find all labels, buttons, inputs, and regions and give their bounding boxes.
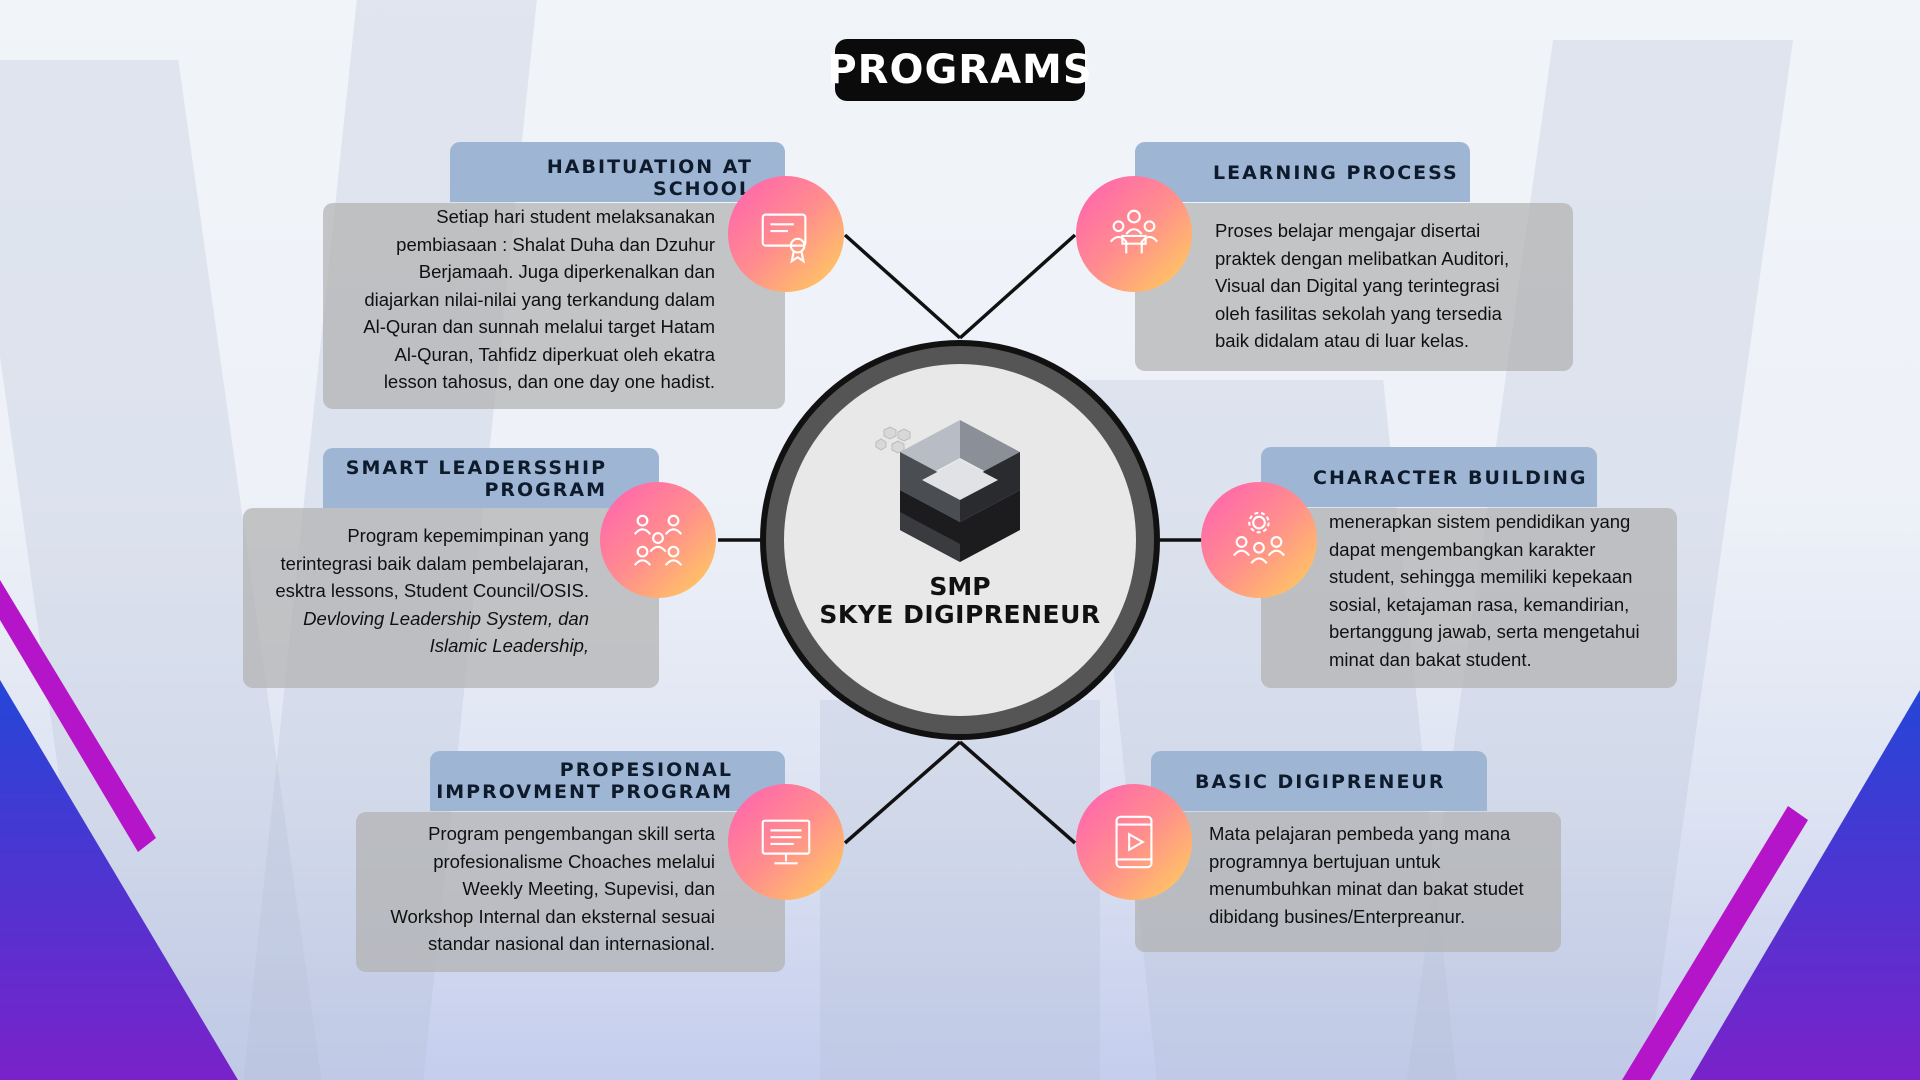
habituation-line: Al-Quran dan sunnah melalui target Hatam (363, 316, 715, 337)
character-title: CHARACTER BUILDING (1313, 467, 1588, 489)
digipreneur-line: Mata pelajaran pembeda yang mana (1209, 823, 1511, 844)
character-line: student, sehingga memiliki kepekaan (1329, 566, 1633, 587)
skye-logo (875, 420, 1020, 562)
character-line: dapat mengembangkan karakter (1329, 538, 1596, 560)
team-gear-icon (1232, 511, 1286, 564)
learning-line: praktek dengan melibatkan Auditori, (1215, 247, 1510, 269)
center-line-1: SMP (929, 572, 991, 601)
tablet-play-icon (1115, 815, 1153, 869)
leadership-line-italic: Devloving Leadership System, dan (303, 607, 589, 629)
right-corner-stripe (1622, 806, 1808, 1080)
digipreneur-line: programnya bertujuan untuk (1209, 850, 1441, 872)
digipreneur-header: BASIC DIGIPRENEUR (1151, 751, 1487, 811)
monitor-icon-circle (728, 784, 844, 900)
character-header: CHARACTER BUILDING (1261, 447, 1597, 507)
digipreneur-line: dibidang busines/Enterpreanur. (1209, 905, 1466, 927)
learning-header: LEARNING PROCESS (1135, 142, 1470, 202)
learning-line: Proses belajar mengajar disertai (1215, 220, 1481, 241)
leadership-line: terintegrasi baik dalam pembelajaran, (280, 552, 589, 574)
connector-lines (718, 233, 1202, 845)
habituation-line: Al-Quran, Tahfidz diperkuat oleh ekatra (394, 343, 715, 365)
leadership-header: SMART LEADERSSHIP PROGRAM (323, 448, 659, 508)
leadership-line: Program kepemimpinan yang (347, 525, 589, 546)
improvement-title-line1: PROPESIONAL (559, 759, 733, 781)
habituation-line: Setiap hari student melaksanakan (436, 206, 715, 227)
character-card: menerapkan sistem pendidikan yang dapat … (1261, 508, 1677, 688)
digipreneur-card: Mata pelajaran pembeda yang mana program… (1135, 812, 1561, 952)
habituation-header: HABITUATION AT SCHOOL (450, 142, 785, 202)
center-line-2: SKYE DIGIPRENEUR (819, 600, 1101, 629)
improvement-line: profesionalisme Choaches melalui (433, 850, 715, 872)
leadership-card: Program kepemimpinan yang terintegrasi b… (243, 508, 659, 688)
learning-title: LEARNING PROCESS (1213, 162, 1459, 184)
character-line: bertanggung jawab, serta mengetahui (1329, 621, 1640, 642)
certificate-icon (761, 213, 807, 264)
teaching-people-icon (1109, 209, 1159, 254)
monitor-icon (761, 819, 811, 865)
habituation-line: pembiasaan : Shalat Duha dan Dzuhur (396, 233, 715, 255)
habituation-line: lesson tahosus, dan one day one hadist. (383, 371, 715, 392)
habituation-title: HABITUATION AT SCHOOL (546, 156, 753, 200)
habituation-line: Berjamaah. Juga diperkenalkan dan (418, 261, 715, 282)
left-corner-shape (0, 680, 238, 1080)
character-line: menerapkan sistem pendidikan yang (1329, 511, 1631, 532)
habituation-card: Setiap hari student melaksanakan pembias… (323, 203, 785, 409)
digipreneur-line: menumbuhkan minat dan bakat studet (1209, 878, 1524, 899)
team-icon-circle (600, 482, 716, 598)
background-building (820, 700, 1100, 1080)
character-icon-circle (1201, 482, 1317, 598)
improvement-line: Workshop Internal dan eksternal sesuai (390, 905, 715, 927)
character-line: sosial, ketajaman rasa, kemandirian, (1329, 593, 1630, 615)
certificate-icon-circle (728, 176, 844, 292)
page-title: PROGRAMS (827, 39, 1092, 101)
improvement-title-line2: IMPROVMENT PROGRAM (436, 781, 733, 803)
digipreneur-title: BASIC DIGIPRENEUR (1195, 771, 1446, 793)
learning-line: baik didalam atau di luar kelas. (1215, 330, 1470, 351)
improvement-header: PROPESIONAL IMPROVMENT PROGRAM (430, 751, 785, 811)
habituation-line: diajarkan nilai-nilai yang terkandung da… (364, 288, 715, 310)
learning-card: Proses belajar mengajar disertai praktek… (1135, 203, 1573, 371)
improvement-line: Program pengembangan skill serta (428, 823, 715, 844)
team-group-icon (633, 514, 683, 566)
leadership-title-line2: PROGRAM (484, 479, 607, 501)
leadership-line-italic: Islamic Leadership, (429, 635, 589, 656)
leadership-title-line1: SMART LEADERSSHIP (345, 457, 607, 479)
character-line: minat dan bakat student. (1329, 648, 1532, 670)
improvement-line: standar nasional dan internasional. (428, 933, 715, 954)
leadership-line: esktra lessons, Student Council/OSIS. (275, 580, 589, 601)
teaching-icon-circle (1076, 176, 1192, 292)
tablet-icon-circle (1076, 784, 1192, 900)
learning-line: Visual dan Digital yang terintegrasi (1215, 275, 1500, 296)
improvement-card: Program pengembangan skill serta profesi… (356, 812, 785, 972)
learning-line: oleh fasilitas sekolah yang tersedia (1215, 302, 1502, 324)
improvement-line: Weekly Meeting, Supevisi, dan (462, 878, 715, 899)
right-corner-shape (1690, 690, 1920, 1080)
left-corner-stripe (0, 580, 156, 852)
